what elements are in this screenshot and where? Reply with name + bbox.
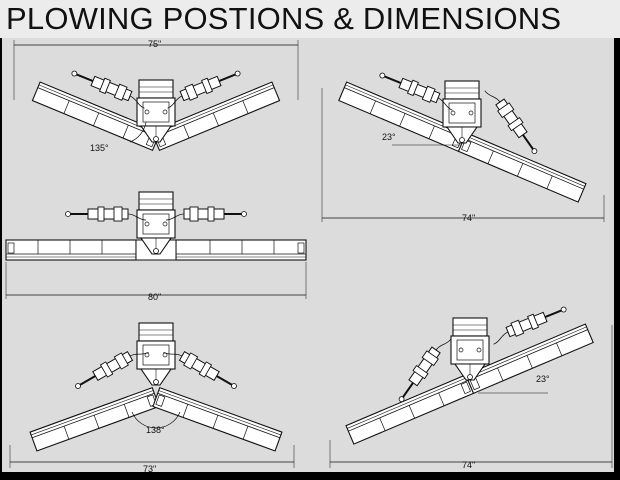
angle-label: 23° <box>382 132 396 142</box>
dimension-label: 75" <box>148 39 161 49</box>
plow-straight: 80" <box>5 191 307 302</box>
dimension-label: 73" <box>143 464 156 474</box>
plow-v-open: 75" 135° <box>13 39 299 153</box>
plow-angled-left: 23° 74" <box>329 301 613 470</box>
plow-v-scoop: 138° 73" <box>9 322 295 474</box>
dimension-label: 74" <box>462 213 475 223</box>
page-title: PLOWING POSTIONS & DIMENSIONS <box>6 1 562 36</box>
dimension-label: 80" <box>148 292 161 302</box>
angle-label: 135° <box>90 143 109 153</box>
dimension-label: 74" <box>462 460 475 470</box>
title-bar: PLOWING POSTIONS & DIMENSIONS <box>0 0 620 38</box>
angle-label: 138° <box>146 425 165 435</box>
plow-angled-right: 23° 74" <box>321 67 605 223</box>
angle-label: 23° <box>536 374 550 384</box>
